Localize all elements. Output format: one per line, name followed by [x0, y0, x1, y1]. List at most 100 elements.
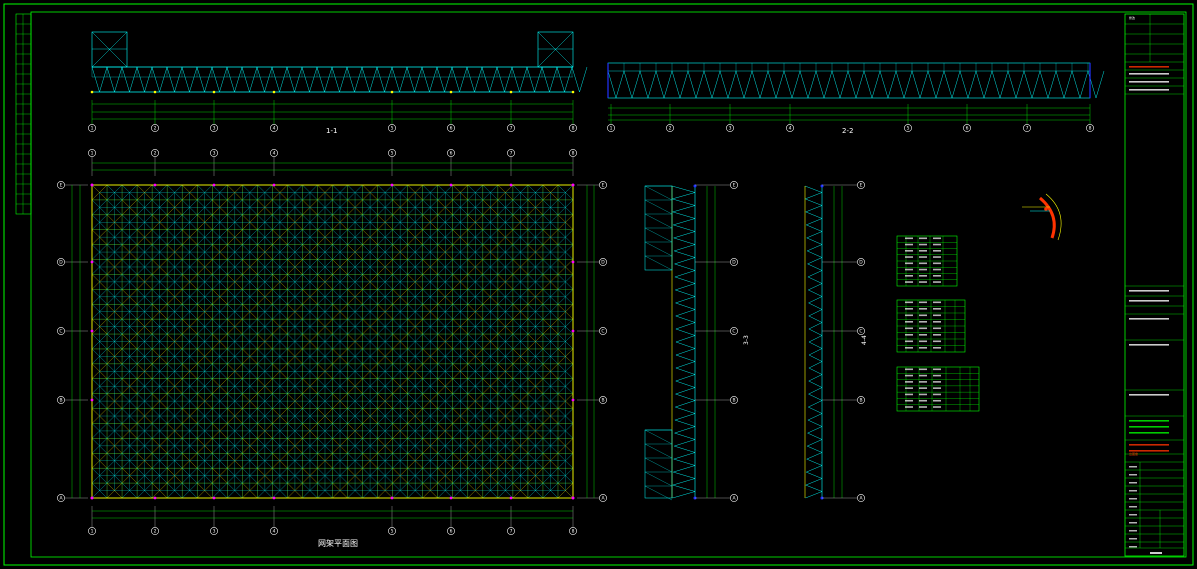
plan-axis-bubble-right-label: A: [601, 496, 605, 502]
title-block-frame: [1124, 13, 1185, 557]
plan-axis-bubble-top-label: 4: [273, 151, 276, 157]
plan-axis-bubble-bottom-label: 1: [91, 529, 94, 535]
support-node: [90, 183, 94, 187]
title-block-text-line: [1129, 420, 1169, 422]
side-axis-bubble-label: B: [732, 398, 735, 404]
section-1-1-axis-bubble: [507, 124, 515, 132]
plan-axis-bubble-right-label: E: [602, 183, 605, 189]
section-2-2-axis-bubble-label: 4: [789, 126, 792, 132]
plan-axis-bubble-bottom: [210, 527, 218, 535]
section-1-1-axis-bubble: [569, 124, 577, 132]
side-axis-bubble: [857, 258, 865, 266]
title-block-field: [1129, 490, 1137, 492]
plan-axis-bubble-bottom-label: 4: [273, 529, 276, 535]
title-block-text-line: [1129, 66, 1169, 68]
support-node: [449, 183, 453, 187]
plan-axis-bubble-top-label: 1: [91, 151, 94, 157]
section-1-1-axis-bubble-label: 6: [450, 126, 453, 132]
title-block-field: [1129, 546, 1137, 548]
plan-axis-bubble-top: [388, 149, 396, 157]
support-node: [509, 183, 513, 187]
plan-axis-bubble-top-label: 2: [154, 151, 157, 157]
stamp-label: 出图章: [1129, 451, 1138, 456]
title-block-text-line: [1129, 394, 1169, 396]
title-block-text-line: [1129, 318, 1169, 320]
title-block-field: [1129, 538, 1137, 540]
title-block-field: [1129, 514, 1137, 516]
plan-axis-bubble-bottom-label: 5: [391, 529, 394, 535]
plan-axis-bubble-bottom: [569, 527, 577, 535]
section-1-1-axis-bubble: [447, 124, 455, 132]
section-2-2-axis-bubble: [1023, 124, 1031, 132]
node-detail: [1022, 193, 1062, 241]
title-block-text-line: [1129, 300, 1169, 302]
support-node: [571, 183, 575, 187]
support-node: [212, 496, 216, 500]
plan-axis-bubble-top-label: 7: [510, 151, 513, 157]
binding-strip: [15, 13, 32, 215]
title-block-text-line: [1129, 450, 1169, 452]
title-block-text-line: [1129, 432, 1169, 434]
plan-axis-bubble-left: [57, 327, 65, 335]
plan-axis-bubble-right: [599, 494, 607, 502]
revision-label: 修改: [1129, 15, 1135, 20]
plan-axis-bubble-right-label: C: [601, 329, 604, 335]
section-2-2-axis-bubble: [666, 124, 674, 132]
section-2-2-axis-bubble-label: 3: [729, 126, 732, 132]
title-block-field: [1129, 466, 1137, 468]
title-block-text-line: [1129, 444, 1169, 446]
title-block: [1124, 13, 1185, 557]
side-axis-bubble: [730, 258, 738, 266]
section-2-2-axis-bubble-label: 6: [966, 126, 969, 132]
side-node: [693, 184, 697, 188]
support-node: [449, 496, 453, 500]
plan-axis-bubble-top-label: 8: [572, 151, 575, 157]
support-node: [509, 496, 513, 500]
plan-axis-bubble-bottom: [447, 527, 455, 535]
plan-axis-bubble-right: [599, 396, 607, 404]
plan-axis-bubble-top-label: 3: [213, 151, 216, 157]
side-tower: [644, 429, 673, 499]
section-2-2-axis-bubble-label: 7: [1026, 126, 1029, 132]
section-3-3-label: 3-3: [743, 335, 750, 345]
title-block-text-line: [1129, 426, 1169, 428]
section-1-1-axis-bubble-label: 8: [572, 126, 575, 132]
support-node: [212, 183, 216, 187]
support-node: [90, 329, 94, 333]
support-node: [390, 183, 394, 187]
plan-axis-bubble-left-label: D: [59, 260, 63, 266]
title-block-field: [1129, 498, 1137, 500]
plan-axis-bubble-top: [569, 149, 577, 157]
section-2-2-axis-bubble: [1086, 124, 1094, 132]
title-block-field: [1129, 474, 1137, 476]
plan-axis-bubble-bottom-label: 6: [450, 529, 453, 535]
title-block-field: [1129, 530, 1137, 532]
plan-axis-bubble-top: [447, 149, 455, 157]
inner-border: [30, 11, 1187, 558]
side-axis-bubble-label: D: [859, 260, 863, 266]
section-2-2-title: 2-2: [842, 127, 853, 135]
plan-axis-bubble-left: [57, 258, 65, 266]
plan-axis-bubble-right: [599, 181, 607, 189]
support-node: [153, 496, 157, 500]
title-block-text-line: [1129, 81, 1169, 83]
plan-axis-bubble-left: [57, 181, 65, 189]
support-node: [90, 260, 94, 264]
support-node: [90, 496, 94, 500]
section-2-2-axis-bubble: [963, 124, 971, 132]
support-node: [272, 496, 276, 500]
plan-axis-bubble-bottom-label: 3: [213, 529, 216, 535]
plan-axis-bubble-right-label: D: [601, 260, 605, 266]
plan-axis-bubble-left-label: B: [59, 398, 62, 404]
plan-axis-bubble-bottom-label: 8: [572, 529, 575, 535]
support-node: [90, 398, 94, 402]
side-axis-bubble: [857, 181, 865, 189]
outer-border: [3, 3, 1194, 566]
section-1-1-axis-bubble-label: 4: [273, 126, 276, 132]
section-1-1-axis-bubble-label: 1: [91, 126, 94, 132]
section-1-1-axis-bubble: [210, 124, 218, 132]
